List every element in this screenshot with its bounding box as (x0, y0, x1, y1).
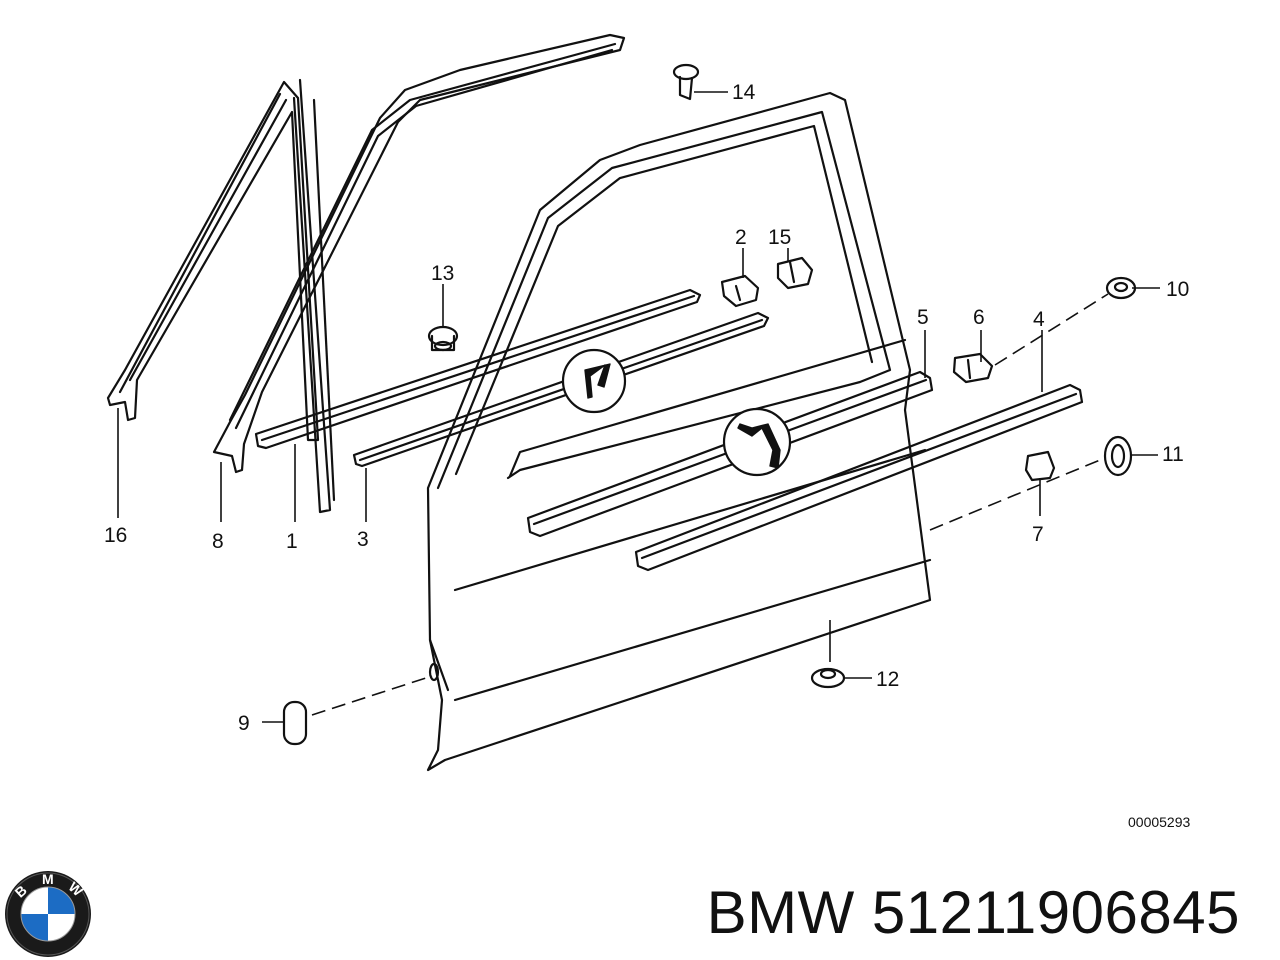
callout-5: 5 (917, 306, 929, 329)
callout-12: 12 (876, 668, 899, 691)
logo-letter-m: M (42, 871, 54, 887)
callout-11: 11 (1162, 443, 1184, 466)
side-moulding-4 (634, 383, 1084, 572)
pin-14 (672, 63, 700, 101)
callout-4: 4 (1033, 308, 1045, 331)
section-detail-lower (722, 407, 792, 477)
clip-13 (427, 325, 459, 352)
callout-8: 8 (212, 530, 224, 553)
brand-name: BMW (706, 879, 855, 946)
callout-1: 1 (286, 530, 298, 553)
leader-lines (117, 91, 1160, 723)
plug-11 (1103, 435, 1133, 477)
drawing-number: 00005293 (1128, 814, 1191, 830)
callout-7: 7 (1032, 523, 1044, 546)
clip-15 (776, 256, 814, 290)
callout-15: 15 (768, 226, 791, 249)
window-strip-lower-3 (352, 311, 770, 468)
window-strip-inner-1 (254, 288, 702, 450)
callout-10: 10 (1166, 278, 1189, 301)
callout-3: 3 (357, 528, 369, 551)
section-detail-upper (561, 348, 627, 414)
grommet-12 (810, 667, 846, 689)
door-shell (426, 91, 932, 772)
grommet-10 (1105, 276, 1137, 300)
clip-6 (952, 352, 994, 384)
callout-labels: 1 2 3 4 5 6 7 8 9 10 11 12 13 14 15 16 0… (104, 81, 1191, 830)
clip-2 (720, 274, 760, 308)
callout-9: 9 (238, 712, 250, 735)
part-number: 51211906845 (871, 879, 1240, 946)
window-channel-8 (212, 33, 626, 514)
callout-16: 16 (104, 524, 127, 547)
window-frame-seal-16 (106, 80, 320, 442)
callout-6: 6 (973, 306, 985, 329)
cap-9 (282, 700, 308, 746)
callout-2: 2 (735, 226, 747, 249)
callout-14: 14 (732, 81, 756, 104)
callout-13: 13 (431, 262, 454, 285)
brand-part-line: BMW 51211906845 (707, 878, 1240, 947)
clip-7 (1024, 450, 1056, 482)
bmw-logo: B M W (5, 871, 91, 957)
